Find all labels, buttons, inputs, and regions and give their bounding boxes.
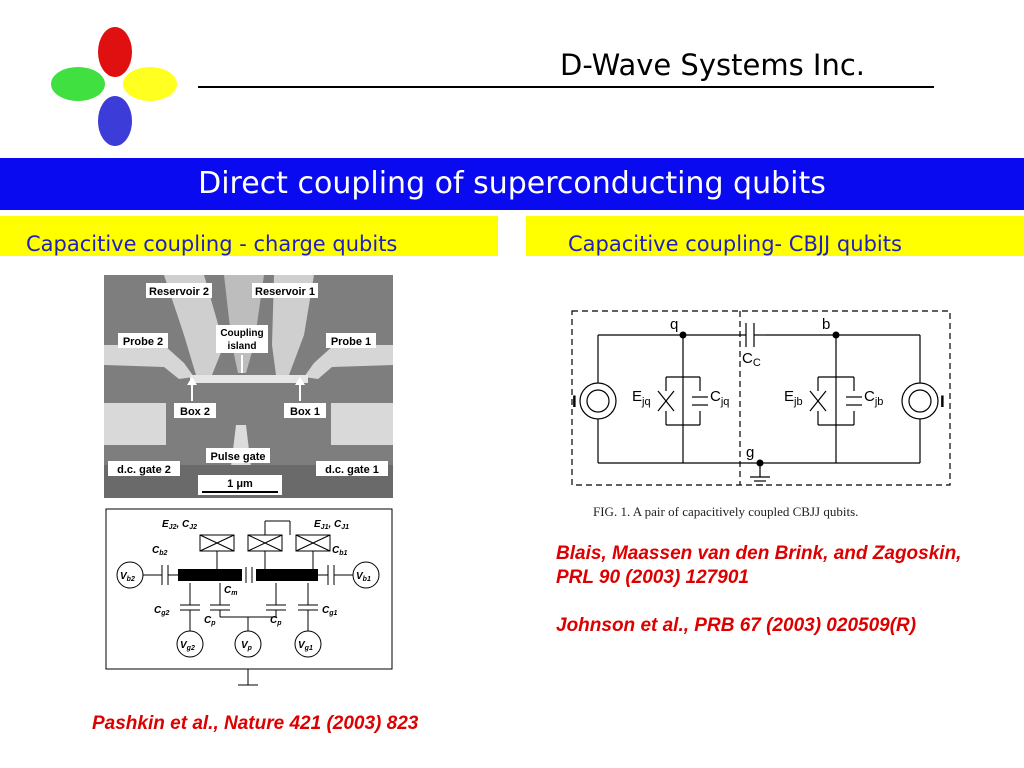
label-cj1-sub: J1 (341, 524, 349, 531)
company-logo (51, 27, 177, 146)
svg-text:EJ1, CJ1: EJ1, CJ1 (314, 519, 349, 531)
reference-blais: Blais, Maassen van den Brink, and Zagosk… (556, 543, 962, 588)
logo-green-petal (51, 67, 105, 101)
svg-text:Vb1: Vb1 (356, 571, 371, 583)
svg-text:Cg2: Cg2 (154, 605, 170, 617)
label-dc-gate1: d.c. gate 1 (325, 464, 379, 476)
figure-caption: FIG. 1. A pair of capacitively coupled C… (593, 504, 859, 519)
label-cj1: C (334, 519, 342, 530)
svg-text:Vp: Vp (241, 640, 253, 652)
svg-text:Cb1: Cb1 (332, 545, 348, 557)
label-i-right: I (940, 392, 945, 411)
svg-text:Cb2: Cb2 (152, 545, 168, 557)
label-cp-left-sub: p (210, 620, 216, 627)
sem-micrograph: Reservoir 2 Reservoir 1 Probe 2 Probe 1 … (104, 275, 393, 498)
label-cjq-sub: jq (720, 396, 730, 408)
label-ej1-sub: J1 (321, 524, 329, 531)
label-cm: C (224, 585, 232, 596)
reference-pashkin: Pashkin et al., Nature 421 (2003) 823 (92, 713, 419, 734)
label-probe2: Probe 2 (123, 336, 163, 348)
label-probe1: Probe 1 (331, 336, 371, 348)
charge-qubit-circuit: EJ2, CJ2 EJ1, CJ1 Cb2 Cb1 Vb2 Vb1 Cm Cg2… (105, 508, 393, 686)
label-vg2-sub: g2 (186, 645, 195, 652)
header-rule (198, 86, 934, 88)
label-box1: Box 1 (290, 406, 320, 418)
label-i-left: I (572, 392, 577, 411)
label-vb1-sub: b1 (363, 576, 371, 583)
label-coupling: Coupling (220, 328, 263, 339)
label-cjb: C (864, 388, 875, 405)
label-scale: 1 μm (227, 478, 253, 490)
label-ejb-sub: jb (793, 396, 803, 408)
label-q: q (670, 316, 678, 333)
svg-text:Cg1: Cg1 (322, 605, 338, 617)
right-panel-heading: Capacitive coupling- CBJJ qubits (568, 232, 902, 256)
label-dc-gate2: d.c. gate 2 (117, 464, 171, 476)
logo-red-petal (98, 27, 132, 77)
label-cj2-sub: J2 (189, 524, 197, 531)
label-cg2: C (154, 605, 162, 616)
slide-title: Direct coupling of superconducting qubit… (198, 166, 826, 201)
label-cb1: C (332, 545, 340, 556)
label-vg1-sub: g1 (304, 645, 313, 652)
label-g: g (746, 444, 754, 461)
label-cp-right-sub: p (276, 620, 282, 627)
label-cp-right: C (270, 615, 278, 626)
label-reservoir2: Reservoir 2 (149, 286, 209, 298)
label-vg2: V (180, 640, 188, 651)
svg-text:Cjq: Cjq (710, 388, 729, 408)
logo-yellow-petal (123, 67, 177, 101)
label-vp-sub: p (247, 645, 253, 652)
title-banner (0, 158, 1024, 210)
svg-text:Ejq: Ejq (632, 388, 651, 408)
label-cc-sub: C (753, 357, 761, 369)
label-vp: V (241, 640, 249, 651)
reference-johnson: Johnson et al., PRB 67 (2003) 020509(R) (556, 615, 917, 636)
svg-text:Ejb: Ejb (784, 388, 803, 408)
label-vg1: V (298, 640, 306, 651)
label-vb2: V (120, 571, 128, 582)
label-vb1: V (356, 571, 364, 582)
label-island: island (228, 341, 257, 352)
label-vb2-sub: b2 (127, 576, 135, 583)
label-box2: Box 2 (180, 406, 210, 418)
label-cb2: C (152, 545, 160, 556)
label-pulse-gate: Pulse gate (210, 451, 265, 463)
label-ej1: E (314, 519, 321, 530)
svg-text:Cm: Cm (224, 585, 237, 597)
label-cg1: C (322, 605, 330, 616)
svg-text:Cp: Cp (270, 615, 282, 627)
label-cjq: C (710, 388, 721, 405)
left-panel-heading: Capacitive coupling - charge qubits (26, 232, 398, 256)
label-reservoir1: Reservoir 1 (255, 286, 315, 298)
cbjj-circuit: q b g CC Ejq Cjq Ejb Cjb I I (571, 310, 951, 486)
logo-blue-petal (98, 96, 132, 146)
svg-text:Vg1: Vg1 (298, 640, 313, 652)
label-ejb: E (784, 388, 794, 405)
svg-text:EJ2, CJ2: EJ2, CJ2 (162, 519, 197, 531)
label-cj2: C (182, 519, 190, 530)
label-ej2: E (162, 519, 169, 530)
label-ejq-sub: jq (641, 396, 651, 408)
label-ejq: E (632, 388, 642, 405)
label-ej2-sub: J2 (169, 524, 177, 531)
label-cjb-sub: jb (874, 396, 884, 408)
label-cb1-sub: b1 (339, 550, 347, 557)
label-cg1-sub: g1 (328, 610, 337, 617)
label-b: b (822, 316, 830, 333)
left-heading-band (0, 216, 498, 256)
label-cm-sub: m (231, 590, 237, 597)
svg-text:Cp: Cp (204, 615, 216, 627)
svg-text:Cjb: Cjb (864, 388, 883, 408)
right-heading-band (526, 216, 1024, 256)
company-name: D-Wave Systems Inc. (560, 48, 865, 82)
svg-text:CC: CC (742, 350, 761, 369)
label-cb2-sub: b2 (159, 550, 167, 557)
label-cp-left: C (204, 615, 212, 626)
svg-text:Vg2: Vg2 (180, 640, 195, 652)
label-cg2-sub: g2 (160, 610, 169, 617)
svg-text:Vb2: Vb2 (120, 571, 135, 583)
label-cc: C (742, 350, 753, 367)
